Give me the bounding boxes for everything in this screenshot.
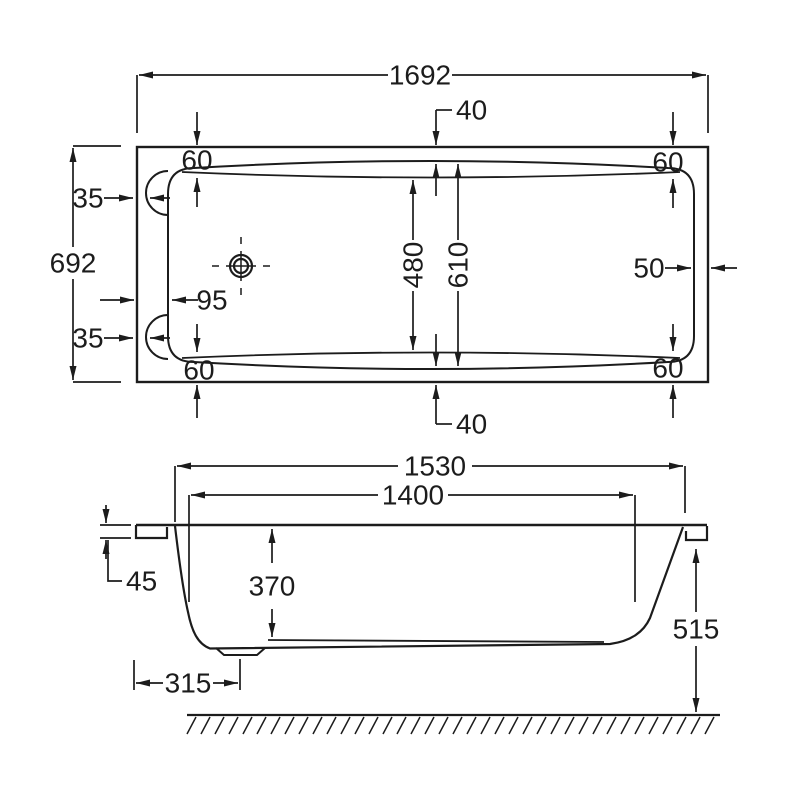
plan-waterline-bottom — [181, 351, 681, 359]
dim-inner-depth: 370 — [249, 529, 296, 637]
dim-label-35-top: 35 — [72, 183, 103, 214]
dim-waste-offset: 315 — [133, 659, 241, 699]
dim-label-40-bottom: 40 — [456, 409, 487, 440]
dim-lip-height: 45 — [100, 505, 157, 597]
dim-label-95: 95 — [196, 285, 227, 316]
side-left-lip — [134, 525, 169, 540]
dim-rim-inset-top: 40 — [432, 95, 487, 196]
dim-label-480: 480 — [398, 242, 429, 289]
side-tub-profile — [173, 525, 685, 650]
dim-label-315: 315 — [165, 668, 212, 699]
side-waste-bump — [215, 647, 266, 656]
dim-overall-height: 515 — [673, 549, 720, 712]
plan-outer-rim — [135, 145, 710, 384]
dim-label-1692: 1692 — [389, 60, 451, 91]
plan-basin-outline — [167, 160, 695, 370]
side-interior-bottom — [267, 639, 605, 643]
dim-label-60-br: 60 — [652, 353, 683, 384]
dim-rim-length: 1530 — [174, 451, 686, 522]
dim-overall-length: 1692 — [136, 60, 709, 133]
dim-outer-basin-width: 610 — [443, 164, 474, 366]
dim-label-515: 515 — [673, 614, 720, 645]
dim-inner-width: 480 — [398, 180, 429, 350]
dim-corner-top-left: 60 — [181, 112, 213, 207]
side-view: 1530 1400 45 370 315 — [100, 451, 720, 735]
plan-grip-recess-bottom — [145, 314, 169, 360]
dim-corner-bottom-left: 60 — [183, 324, 215, 418]
dim-label-50: 50 — [633, 253, 664, 284]
dim-label-370: 370 — [249, 571, 296, 602]
dim-recess-top: 35 — [72, 183, 170, 214]
dim-label-60-tl: 60 — [181, 145, 212, 176]
plan-view: 1692 692 40 40 480 — [50, 60, 737, 440]
dim-inner-length: 1400 — [188, 480, 636, 602]
dim-label-45: 45 — [126, 566, 157, 597]
dim-wall-right: 50 — [633, 253, 737, 284]
ground-hatch — [186, 713, 720, 735]
dim-label-40-top: 40 — [456, 95, 487, 126]
dim-label-60-tr: 60 — [652, 147, 683, 178]
drain-symbol-icon — [212, 237, 270, 295]
dim-overall-width: 692 — [50, 145, 121, 383]
dim-recess-bottom: 35 — [72, 323, 170, 354]
dim-label-60-bl: 60 — [183, 355, 214, 386]
dim-label-1530: 1530 — [404, 451, 466, 482]
dim-rim-inset-bottom: 40 — [432, 334, 487, 440]
dim-label-1400: 1400 — [382, 480, 444, 511]
dim-label-610: 610 — [443, 242, 474, 289]
plan-waterline-top — [181, 171, 681, 179]
dim-corner-top-right: 60 — [652, 112, 684, 208]
dim-corner-bottom-right: 60 — [652, 324, 684, 418]
side-right-lip — [684, 526, 709, 542]
plan-grip-recess-top — [145, 170, 169, 216]
dim-label-35-bottom: 35 — [72, 323, 103, 354]
dim-label-692: 692 — [50, 248, 97, 279]
dim-wall-left: 95 — [100, 285, 228, 316]
